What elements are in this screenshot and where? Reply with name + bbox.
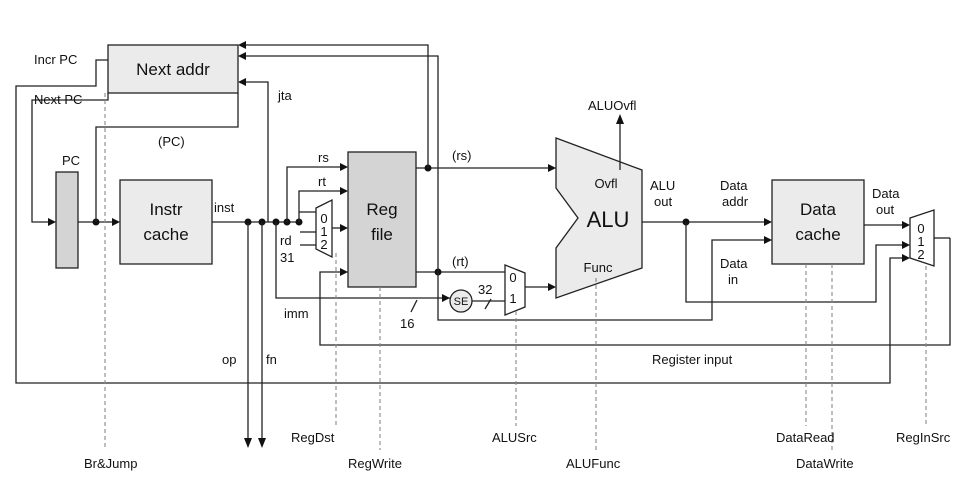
rs-to-nextaddr-arrow: [238, 41, 246, 49]
op-label: op: [222, 352, 236, 367]
register-input-wire: [319, 238, 951, 346]
register-input-arrow: [340, 268, 348, 276]
instr-cache-label-1: Instr: [149, 200, 182, 219]
alu-func-label: Func: [584, 260, 613, 275]
regdst-mux-in0: 0: [320, 211, 327, 226]
alusrc-mux-in0: 0: [509, 270, 516, 285]
alufunc-label: ALUFunc: [566, 456, 621, 471]
jta-label: jta: [277, 88, 293, 103]
rs-paren-label: (rs): [452, 148, 472, 163]
reginsrc-mux-in0: 0: [917, 221, 924, 236]
pc-paren-label: (PC): [158, 134, 185, 149]
rt-paren-label: (rt): [452, 254, 469, 269]
reginsrc-mux-in2: 2: [917, 247, 924, 262]
regdst-mux: [315, 198, 333, 259]
alu-out-label-1: ALU: [650, 178, 675, 193]
alu-label: ALU: [587, 207, 630, 232]
fn-label: fn: [266, 352, 277, 367]
jta-arrow: [238, 78, 246, 86]
rt-label: rt: [318, 174, 326, 189]
rd-label: rd: [280, 233, 292, 248]
next-addr-label: Next addr: [136, 60, 210, 79]
regdst-mux-in2: 2: [320, 237, 327, 252]
rs-out-arrow: [548, 164, 556, 172]
next-pc-label: Next PC: [34, 92, 82, 107]
data-addr-label-2: addr: [722, 194, 749, 209]
rt-to-nextaddr-wire: [244, 55, 439, 272]
rt-to-datain-arrow: [764, 236, 772, 244]
reginsrc-mux: [909, 209, 935, 267]
next-pc-arrow: [48, 218, 56, 226]
alusrc-out-arrow: [548, 283, 556, 291]
rs-label: rs: [318, 150, 329, 165]
pc-feedback-wire: [95, 93, 239, 222]
regdst-out-arrow: [340, 224, 348, 232]
imm-wire: [275, 222, 450, 299]
rt-to-nextaddr-arrow: [238, 52, 246, 60]
fn-arrow: [258, 438, 266, 448]
alusrc-label: ALUSrc: [492, 430, 537, 445]
rs-field-wire: [286, 166, 342, 222]
regdst-mux-in1: 1: [320, 224, 327, 239]
aluovfl-arrow: [616, 114, 624, 124]
imm-arrow: [442, 294, 450, 302]
reginsrc-mux-in1: 1: [917, 234, 924, 249]
aluovfl-label: ALUOvfl: [588, 98, 637, 113]
dataread-label: DataRead: [776, 430, 835, 445]
data-addr-label-1: Data: [720, 178, 748, 193]
register-input-label: Register input: [652, 352, 733, 367]
regwrite-label: RegWrite: [348, 456, 402, 471]
rs-to-nextaddr-wire: [244, 44, 429, 168]
data-out-label-2: out: [876, 202, 894, 217]
instr-cache-block: [119, 179, 213, 265]
op-arrow: [244, 438, 252, 448]
bus16-tick: [410, 299, 418, 313]
n31-label: 31: [280, 250, 294, 265]
next-pc-wire: [31, 93, 109, 223]
incr-pc-to-mux-arrow: [902, 254, 910, 262]
reg-file-block: [347, 151, 417, 288]
data-cache-block: [771, 179, 865, 265]
reginsrc-label: RegInSrc: [896, 430, 951, 445]
n16-label: 16: [400, 316, 414, 331]
alu-ovfl-label: Ovfl: [594, 176, 617, 191]
alusrc-mux: [504, 264, 526, 316]
data-out-arrow: [902, 221, 910, 229]
jta-wire: [244, 81, 269, 222]
data-in-label-2: in: [728, 272, 738, 287]
br-jump-label: Br&Jump: [84, 456, 137, 471]
data-cache-label-2: cache: [795, 225, 840, 244]
pc-register: [55, 171, 79, 269]
pc-label: PC: [62, 153, 80, 168]
next-addr-block: [107, 44, 239, 94]
alu-out-arrow: [764, 218, 772, 226]
imm-label: imm: [284, 306, 309, 321]
sign-extend-label: SE: [454, 296, 469, 308]
data-in-label-1: Data: [720, 256, 748, 271]
alu-out-to-mux-wire: [685, 222, 904, 303]
reg-file-label-2: file: [371, 225, 393, 244]
datawrite-label: DataWrite: [796, 456, 854, 471]
reg-file-label-1: Reg: [366, 200, 397, 219]
bus32-tick: [484, 298, 492, 310]
inst-label: inst: [214, 200, 235, 215]
alusrc-mux-in1: 1: [509, 291, 516, 306]
instr-cache-label-2: cache: [143, 225, 188, 244]
data-cache-label-1: Data: [800, 200, 836, 219]
incr-pc-label: Incr PC: [34, 52, 77, 67]
incr-pc-to-mux-wire: [15, 230, 904, 384]
alu-out-to-mux-arrow: [902, 241, 910, 249]
rt-field-arrow: [340, 187, 348, 195]
alu-block: [555, 137, 643, 299]
n32-label: 32: [478, 282, 492, 297]
rs-field-arrow: [340, 163, 348, 171]
regdst-label: RegDst: [291, 430, 335, 445]
data-out-label-1: Data: [872, 186, 900, 201]
alu-out-label-2: out: [654, 194, 672, 209]
pc-to-icache-arrow: [112, 218, 120, 226]
incr-pc-wire: [15, 59, 108, 230]
rt-to-datain-wire: [437, 239, 766, 321]
